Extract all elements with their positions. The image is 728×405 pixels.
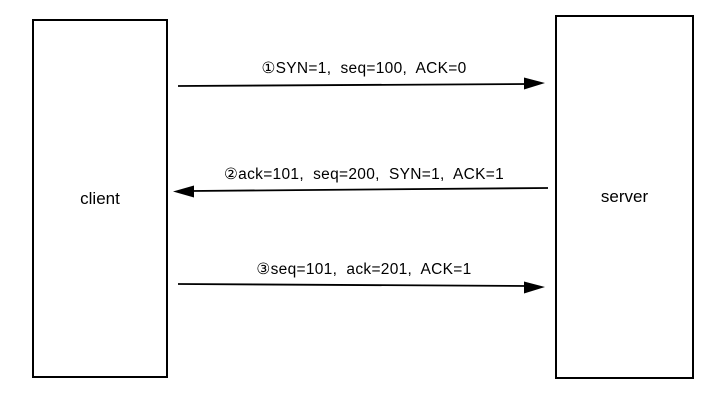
- arrowhead-right-icon: [524, 77, 545, 90]
- arrowhead-right-icon: [524, 281, 545, 294]
- message-arrow-1: [177, 77, 545, 90]
- arrowhead-left-icon: [173, 185, 194, 198]
- client-node-label: client: [80, 188, 120, 208]
- client-node-box: client: [32, 19, 168, 378]
- message-label-3: ③seq=101, ack=201, ACK=1: [256, 261, 472, 278]
- message-arrow-2: [173, 185, 549, 198]
- server-node-box: server: [555, 15, 694, 379]
- server-node-label: server: [600, 187, 649, 206]
- message-label-2: ②ack=101, seq=200, SYN=1, ACK=1: [223, 166, 505, 183]
- message-arrow-3: [177, 281, 545, 294]
- message-label-1: ①SYN=1, seq=100, ACK=0: [261, 60, 467, 77]
